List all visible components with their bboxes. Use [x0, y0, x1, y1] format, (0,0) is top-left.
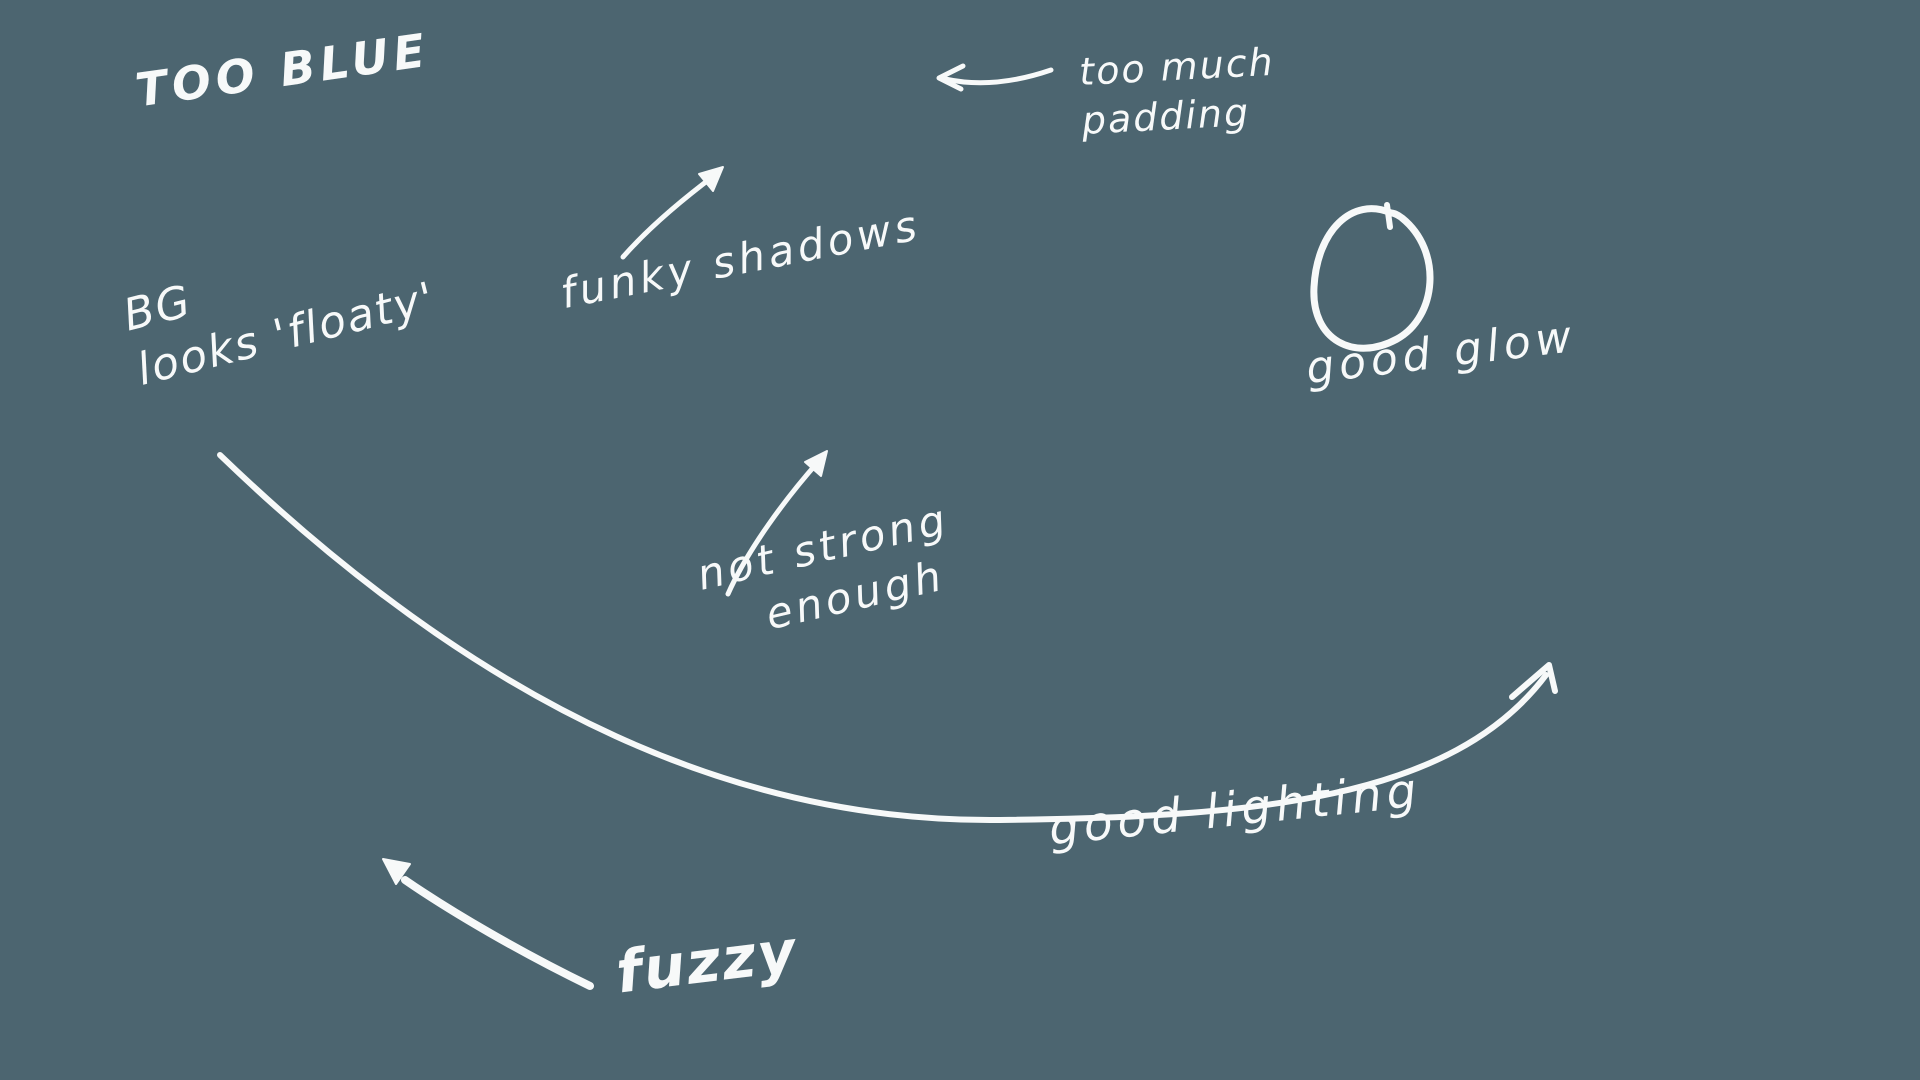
- note-too-much-padding: too much padding: [1078, 38, 1278, 145]
- good-lighting-curve-arrow: [217, 452, 1558, 824]
- good-glow-circle: [1310, 202, 1434, 352]
- fuzzy-arrow: [382, 858, 594, 990]
- note-line: padding: [1080, 89, 1252, 143]
- funky-shadows-arrow: [620, 166, 724, 260]
- too-much-padding-arrow: [936, 63, 1054, 92]
- not-strong-enough-arrow: [725, 450, 828, 597]
